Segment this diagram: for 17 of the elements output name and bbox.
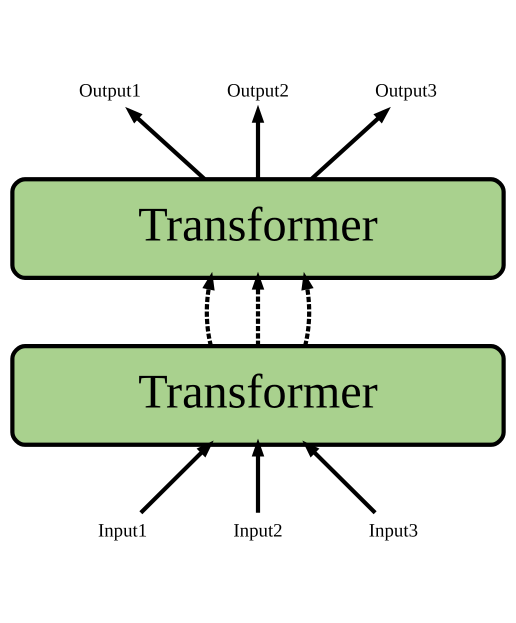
arrow — [302, 440, 377, 514]
node-text: Output3 — [375, 80, 437, 102]
arrow — [252, 438, 264, 512]
node-text: Input1 — [98, 520, 148, 542]
arrow — [125, 106, 206, 180]
arrow — [252, 104, 264, 178]
arrow — [252, 271, 264, 346]
node-box: Transformer — [10, 176, 506, 280]
arrow — [301, 271, 314, 346]
arrow — [310, 106, 391, 180]
node-text: Input3 — [368, 520, 418, 542]
arrow — [202, 271, 215, 346]
node-text: Output1 — [79, 80, 141, 102]
arrow — [139, 440, 214, 514]
node-text: Input2 — [233, 520, 283, 542]
node-box: Transformer — [10, 344, 506, 446]
node-text: Output2 — [227, 80, 289, 102]
